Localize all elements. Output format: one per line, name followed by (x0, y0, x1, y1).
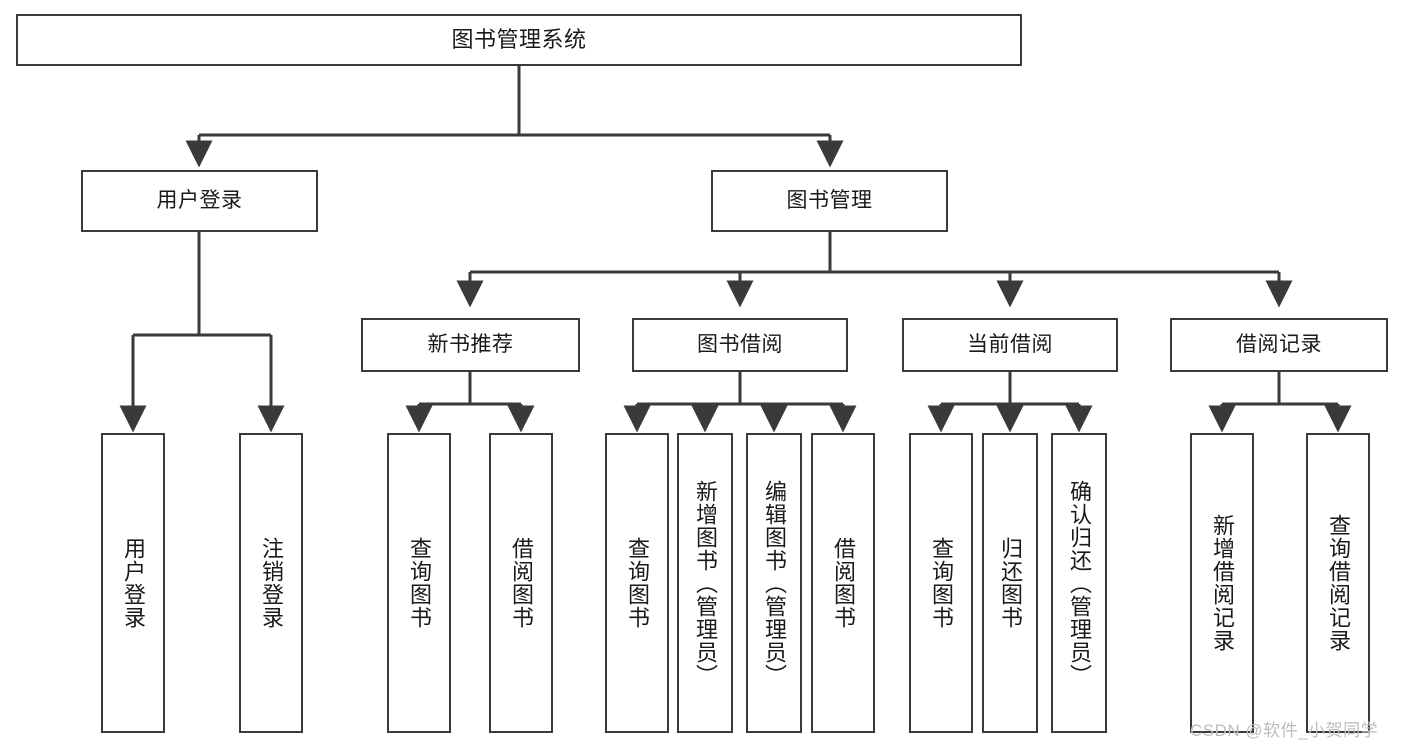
node-label: 查询图书 (624, 537, 650, 629)
node-label: 借阅图书 (830, 537, 856, 629)
node-leaf-borrow-books-recommendation[interactable]: 借阅图书 (489, 433, 553, 733)
node-new-book-recommendation[interactable]: 新书推荐 (361, 318, 580, 372)
node-label: 注销登录 (258, 537, 284, 629)
node-leaf-borrow-books-borrowing[interactable]: 借阅图书 (811, 433, 875, 733)
node-label: 查询借阅记录 (1325, 514, 1351, 652)
node-leaf-query-books-current[interactable]: 查询图书 (909, 433, 973, 733)
node-leaf-query-borrowing-record[interactable]: 查询借阅记录 (1306, 433, 1370, 733)
node-label: 用户登录 (120, 537, 146, 629)
csdn-watermark: CSDN @软件_小贺同学 (1190, 721, 1379, 740)
node-book-management[interactable]: 图书管理 (711, 170, 948, 232)
node-label: 归还图书 (997, 537, 1023, 629)
node-label: 新书推荐 (427, 333, 514, 357)
node-leaf-add-book-admin[interactable]: 新增图书（管理员） (677, 433, 733, 733)
node-label: 图书借阅 (697, 333, 783, 357)
node-leaf-query-books-recommendation[interactable]: 查询图书 (387, 433, 451, 733)
node-user-login[interactable]: 用户登录 (81, 170, 318, 232)
node-leaf-edit-book-admin[interactable]: 编辑图书（管理员） (746, 433, 802, 733)
node-borrowing-records[interactable]: 借阅记录 (1170, 318, 1388, 372)
node-label: 新增图书（管理员） (692, 479, 718, 687)
node-label: 新增借阅记录 (1209, 514, 1235, 652)
node-label: 查询图书 (928, 537, 954, 629)
node-label: 用户登录 (156, 189, 243, 213)
node-label: 借阅记录 (1236, 333, 1322, 357)
node-leaf-logout[interactable]: 注销登录 (239, 433, 303, 733)
node-leaf-user-login[interactable]: 用户登录 (101, 433, 165, 733)
node-leaf-add-borrowing-record[interactable]: 新增借阅记录 (1190, 433, 1254, 733)
node-current-borrowing[interactable]: 当前借阅 (902, 318, 1118, 372)
node-label: 借阅图书 (508, 537, 534, 629)
node-leaf-confirm-return-admin[interactable]: 确认归还（管理员） (1051, 433, 1107, 733)
node-label: 图书管理 (786, 189, 873, 213)
node-label: 确认归还（管理员） (1066, 479, 1092, 687)
node-book-borrowing[interactable]: 图书借阅 (632, 318, 848, 372)
node-leaf-return-books[interactable]: 归还图书 (982, 433, 1038, 733)
node-label: 当前借阅 (967, 333, 1053, 357)
node-leaf-query-books-borrowing[interactable]: 查询图书 (605, 433, 669, 733)
node-label: 图书管理系统 (451, 26, 587, 52)
node-root-book-management-system[interactable]: 图书管理系统 (16, 14, 1022, 66)
node-label: 编辑图书（管理员） (761, 479, 787, 687)
node-label: 查询图书 (406, 537, 432, 629)
